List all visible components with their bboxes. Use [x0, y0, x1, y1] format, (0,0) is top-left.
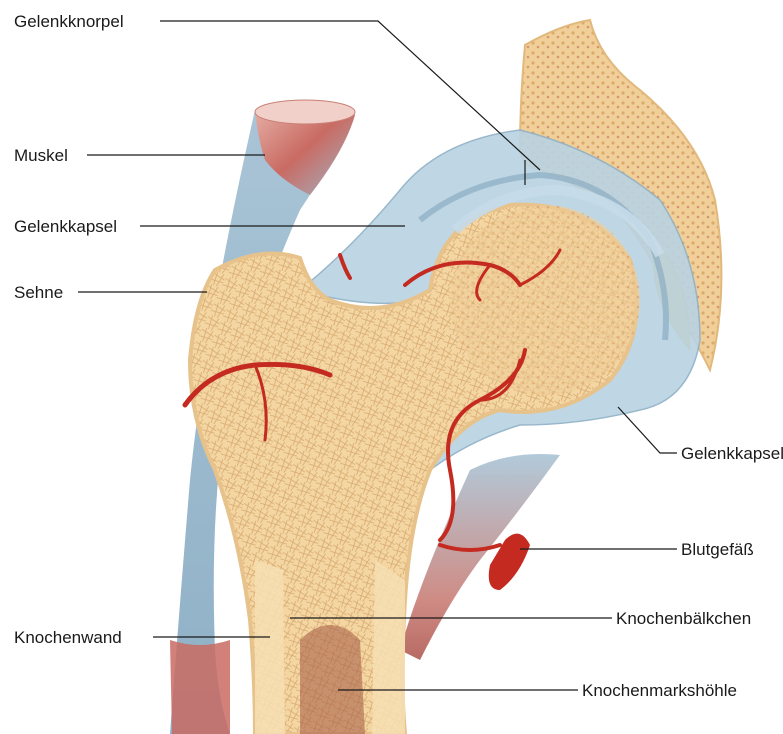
label-sehne: Sehne — [14, 283, 63, 302]
blood-vessel-cut — [489, 534, 530, 590]
label-gelenkkapsel-right: Gelenkkapsel — [681, 444, 783, 463]
label-gelenkknorpel: Gelenkknorpel — [14, 12, 124, 31]
label-blutgefaess: Blutgefäß — [681, 540, 754, 559]
label-gelenkkapsel-left: Gelenkkapsel — [14, 217, 117, 236]
leader-gelenkkapsel-right — [618, 407, 677, 453]
label-muskel: Muskel — [14, 146, 68, 165]
label-knochenbaelkchen: Knochenbälkchen — [616, 609, 751, 628]
label-knochenwand: Knochenwand — [14, 628, 122, 647]
label-knochenmarkshoehle: Knochenmarkshöhle — [582, 681, 737, 700]
